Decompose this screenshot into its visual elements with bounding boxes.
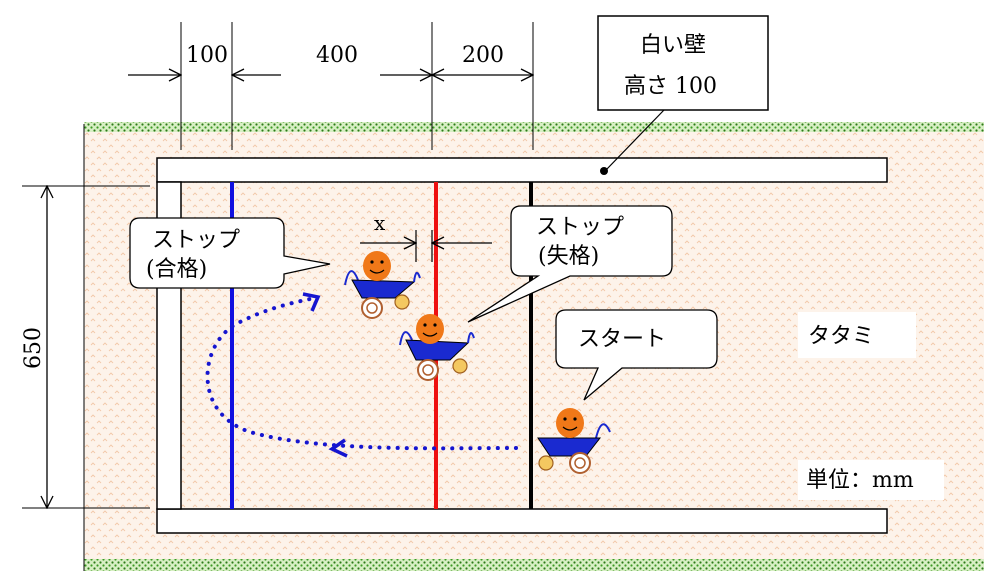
callout-stop-fail [467, 205, 673, 323]
dim-x: x [374, 211, 386, 235]
tatami-label: タタミ [808, 324, 874, 349]
wall-label-box [597, 15, 769, 111]
wall-bottom [156, 508, 888, 534]
wall-label-height: 高さ 100 [624, 74, 717, 99]
dim-100: 100 [186, 43, 228, 68]
dimension-x [360, 230, 492, 262]
grass-border-top [84, 122, 984, 132]
robot-pass [344, 251, 421, 319]
robot-path [205, 296, 518, 451]
wall-label-title: 白い壁 [640, 33, 706, 58]
dim-400: 400 [316, 43, 358, 68]
callout-start-label: スタート [578, 327, 666, 352]
callout-start [555, 309, 718, 401]
callout-stop-pass-line1: ストップ [152, 228, 240, 253]
wall-leader-line [605, 109, 665, 171]
callout-stop-pass [129, 217, 331, 289]
callout-stop-fail-line2: (失格) [538, 244, 599, 269]
grass-border-bottom [84, 559, 984, 571]
wall-top [156, 157, 888, 183]
robot-start [537, 408, 611, 474]
dim-200: 200 [462, 43, 504, 68]
callout-stop-pass-line2: (合格) [146, 257, 207, 282]
unit-label: 単位：mm [806, 468, 914, 493]
robot-fail [399, 314, 475, 381]
dim-650: 650 [21, 327, 46, 369]
callout-stop-fail-line1: ストップ [536, 215, 624, 240]
